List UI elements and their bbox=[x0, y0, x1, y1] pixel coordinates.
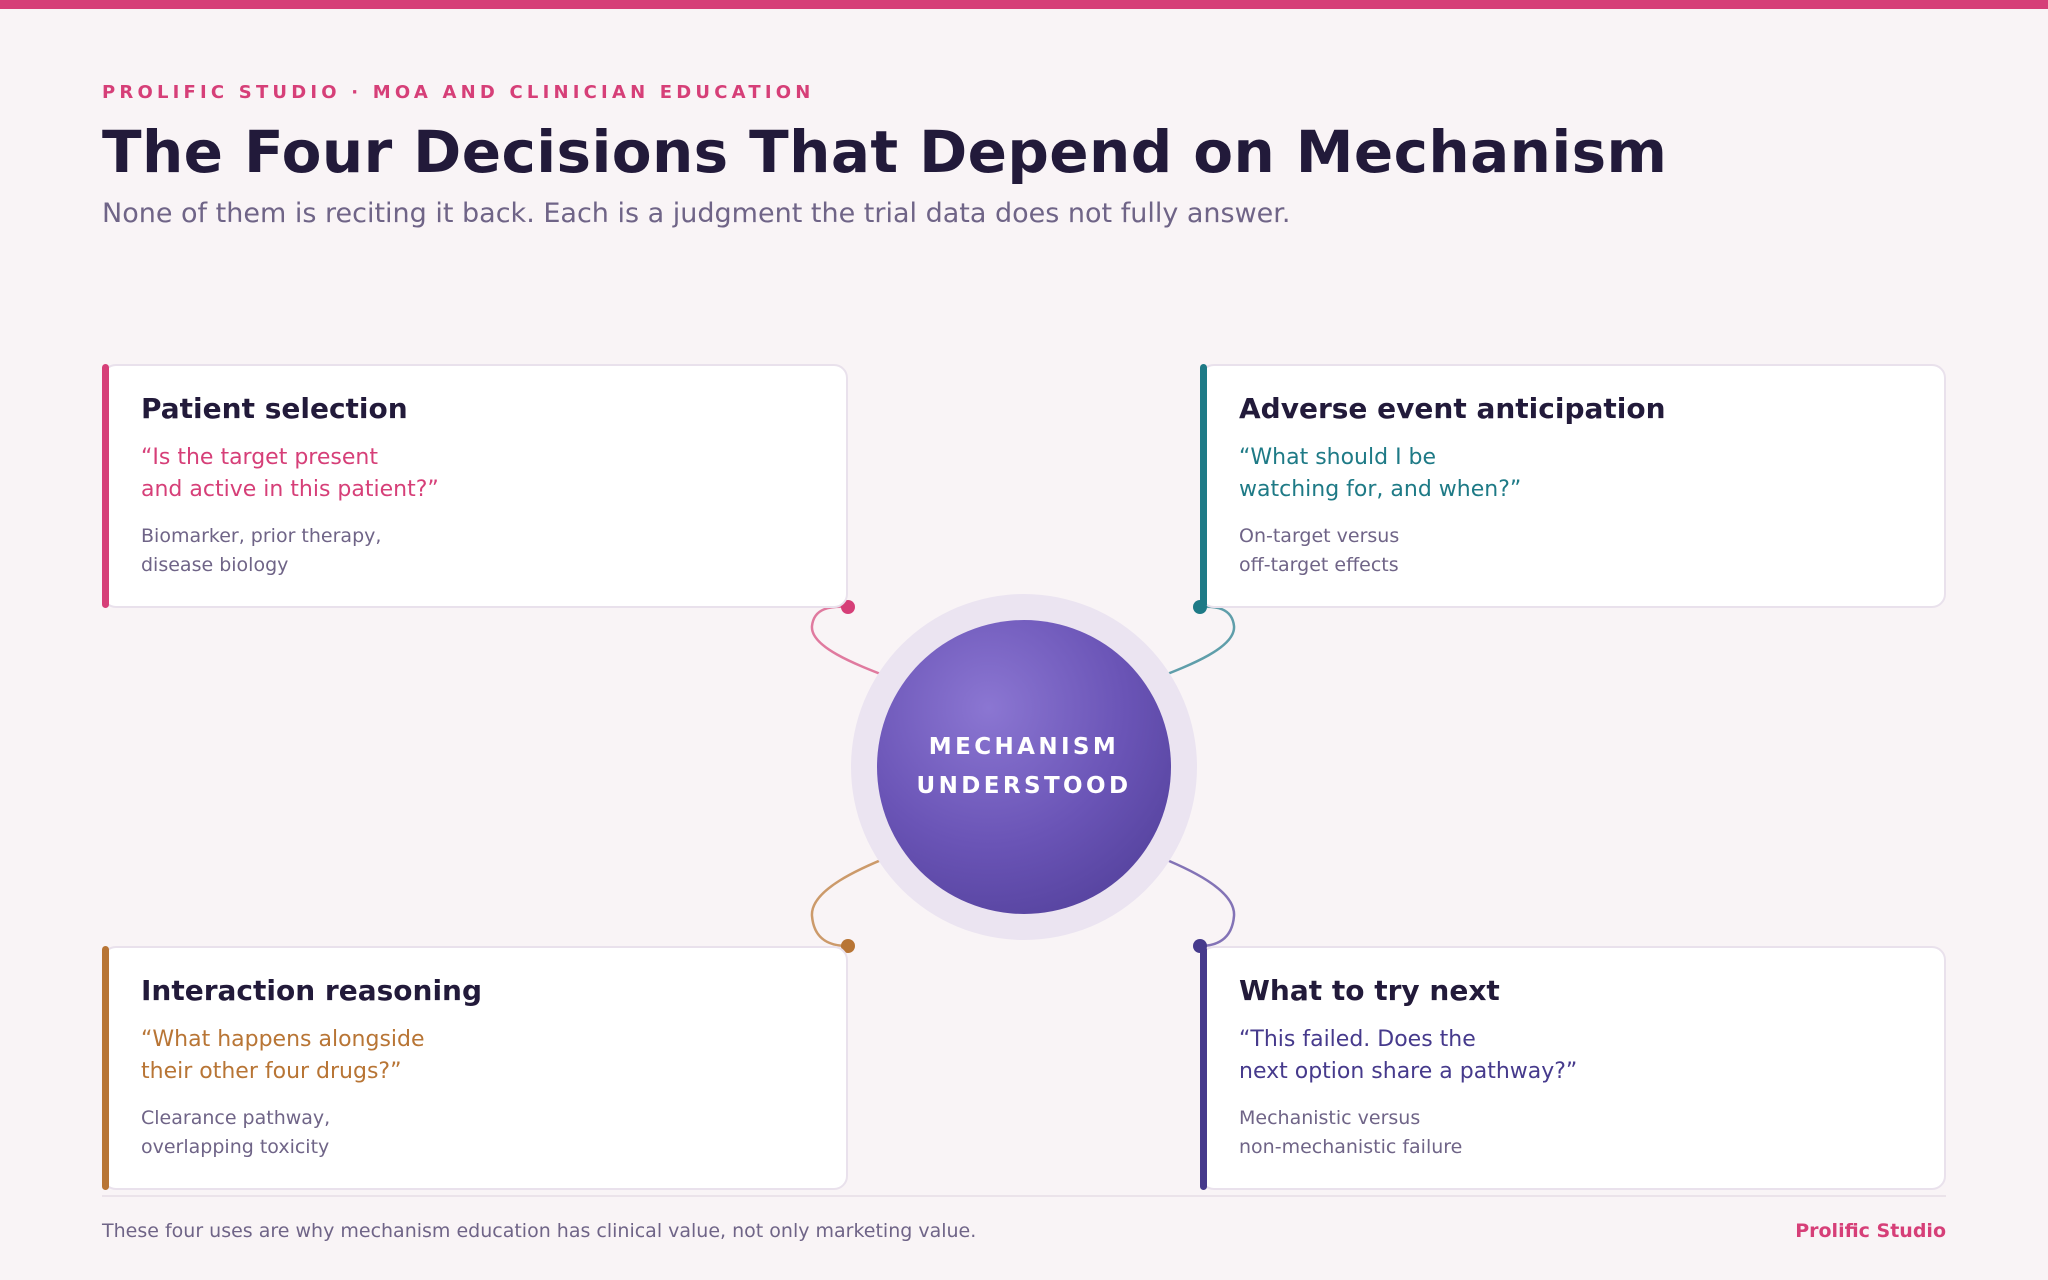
card-question: “What should I be watching for, and when… bbox=[1239, 445, 1522, 502]
card-title: Adverse event anticipation bbox=[1239, 392, 1666, 425]
card-note: Mechanistic versus non-mechanistic failu… bbox=[1239, 1107, 1463, 1158]
connector-try-next bbox=[1151, 852, 1236, 948]
hub-label-line1: MECHANISM bbox=[928, 734, 1120, 760]
hub-label-line2: UNDERSTOOD bbox=[916, 773, 1132, 799]
card-note: On-target versus off-target effects bbox=[1239, 525, 1400, 576]
eyebrow: PROLIFIC STUDIO · MOA AND CLINICIAN EDUC… bbox=[102, 82, 815, 103]
card-question: “This failed. Does the next option share… bbox=[1239, 1027, 1578, 1084]
card-accent-bar bbox=[102, 364, 109, 608]
card-title: Interaction reasoning bbox=[141, 974, 483, 1007]
mechanism-hub: MECHANISM UNDERSTOOD bbox=[877, 620, 1171, 914]
card-title: What to try next bbox=[1239, 974, 1500, 1007]
card-note: Clearance pathway, overlapping toxicity bbox=[141, 1107, 331, 1158]
footer-brand: Prolific Studio bbox=[1795, 1220, 1946, 1242]
page-subtitle: None of them is reciting it back. Each i… bbox=[102, 198, 1291, 229]
card-accent-bar bbox=[102, 946, 109, 1190]
card-what-to-try-next: What to try next “This failed. Does the … bbox=[1200, 946, 1946, 1190]
page-title: The Four Decisions That Depend on Mechan… bbox=[102, 118, 1668, 186]
card-question: “What happens alongside their other four… bbox=[141, 1027, 425, 1084]
connector-dot-interaction bbox=[841, 939, 855, 953]
card-title: Patient selection bbox=[141, 392, 408, 425]
connector-dot-patient-selection bbox=[841, 600, 855, 614]
connector-interaction bbox=[810, 852, 897, 948]
card-interaction-reasoning: Interaction reasoning “What happens alon… bbox=[102, 946, 848, 1190]
card-accent-bar bbox=[1200, 364, 1207, 608]
top-accent-bar bbox=[0, 0, 2048, 9]
footer-divider bbox=[102, 1195, 1946, 1197]
card-adverse-event-anticipation: Adverse event anticipation “What should … bbox=[1200, 364, 1946, 608]
footer-note: These four uses are why mechanism educat… bbox=[102, 1220, 977, 1242]
card-question: “Is the target present and active in thi… bbox=[141, 445, 439, 502]
card-note: Biomarker, prior therapy, disease biolog… bbox=[141, 525, 382, 576]
card-patient-selection: Patient selection “Is the target present… bbox=[102, 364, 848, 608]
card-accent-bar bbox=[1200, 946, 1207, 1190]
